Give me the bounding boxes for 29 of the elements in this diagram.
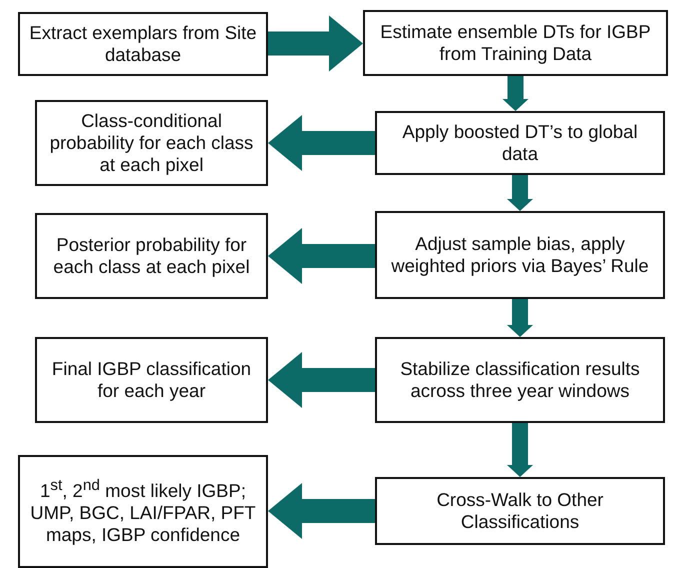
process-box [18,455,268,568]
block-arrow [502,76,528,111]
block-arrow [268,228,375,284]
step-text: Cross-Walk to Other Classifications [436,488,604,534]
process-box [375,337,665,423]
step-text: Posterior probability for each class at each pixel [52,234,251,278]
step-text: Final IGBP classification for each year [50,358,252,402]
block-arrow [268,115,375,171]
block-arrow [268,16,363,72]
process-box [35,213,268,299]
step-text: Stabilize classification results across three year windows [399,358,641,402]
process-box [35,337,268,423]
process-box [18,12,268,76]
block-arrow [268,352,375,408]
step-text: Apply boosted DT’s to global data [401,120,639,166]
block-arrow [507,423,533,477]
step-text: 1$^{st}$, 2$^{nd}$ most likely IGBP; UMP, BGC, LAI/FPAR, PFT maps, IGBP confidence [29,476,257,546]
step-text: Estimate ensemble DTs for IGBP from Training Data [379,20,652,66]
process-box [375,111,665,175]
step-text: Class-conditional probability for each class at each pixel [48,110,254,176]
process-box [363,10,668,76]
block-arrow [268,483,375,539]
step-text: Adjust sample bias, apply weighted priors via Bayes’ Rule [390,232,650,278]
process-box [375,477,665,545]
block-arrow [507,299,533,337]
process-box [375,211,665,299]
block-arrow [507,175,533,211]
process-box [35,100,268,186]
step-text: Extract exemplars from Site database [28,22,258,66]
